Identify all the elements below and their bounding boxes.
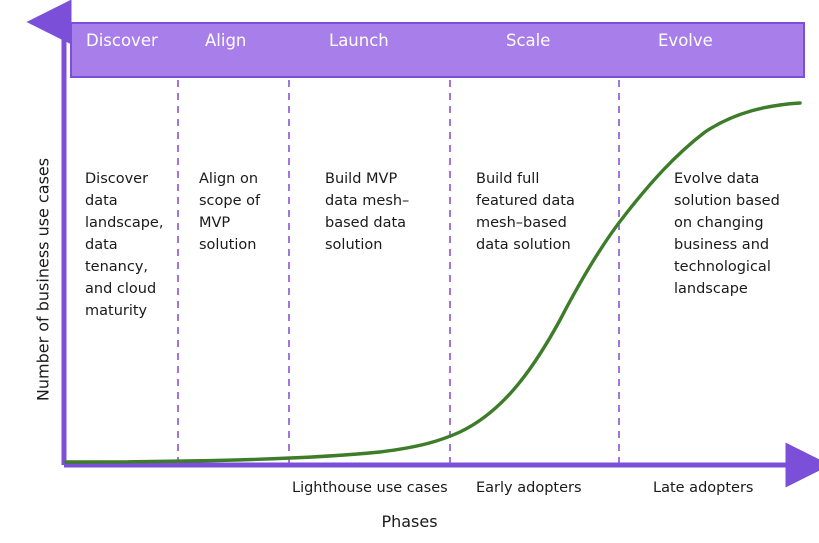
phase-label-evolve[interactable]: Evolve [658, 31, 713, 50]
phase-text-discover: Discover data landscape, data tenancy, a… [85, 171, 164, 320]
x-axis-title: Phases [381, 512, 438, 531]
adopter-label-lighthouse: Lighthouse use cases [292, 480, 448, 496]
phase-label-launch[interactable]: Launch [329, 31, 389, 50]
phase-text-evolve: Evolve data solution based on changing b… [674, 171, 780, 298]
phase-text-launch: Build MVP data mesh– based data solution [325, 171, 410, 254]
phase-label-discover[interactable]: Discover [86, 31, 158, 50]
phase-text-align: Align on scope of MVP solution [199, 171, 261, 254]
phase-label-align[interactable]: Align [205, 31, 247, 50]
phase-dividers [177, 80, 620, 464]
adopter-label-late: Late adopters [653, 480, 754, 496]
phase-text-scale: Build full featured data mesh–based data… [476, 171, 575, 254]
y-axis-title: Number of business use cases [33, 157, 53, 402]
phase-label-scale[interactable]: Scale [506, 31, 551, 50]
phase-header-band [70, 22, 805, 78]
adopter-label-early: Early adopters [476, 480, 582, 496]
